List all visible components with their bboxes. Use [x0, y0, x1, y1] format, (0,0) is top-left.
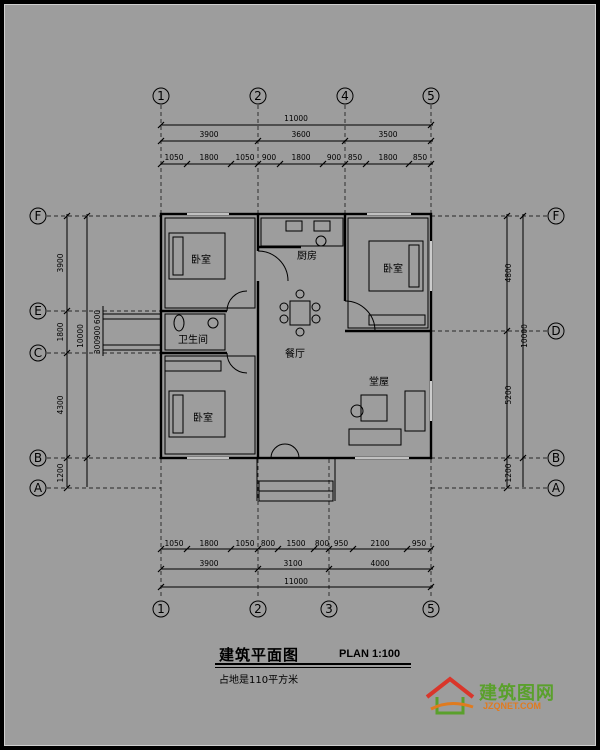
dim-top-mid: 3900 [199, 130, 218, 139]
dim-top-detail: 1050 [235, 153, 254, 162]
dim-left-outer: 4300 [56, 395, 65, 414]
dim-top-detail: 1800 [378, 153, 397, 162]
dim-top-detail: 900 [262, 153, 277, 162]
dim-left-inner: 300 [93, 340, 102, 355]
axis-label-bottom-5: 5 [427, 602, 435, 616]
axis-label-right-b: B [552, 451, 560, 465]
drawing-frame: 1 2 4 5 1 2 3 5 F E C B A F D B A 11000 … [4, 4, 596, 746]
dim-left-outer: 3900 [56, 253, 65, 272]
site-logo: 建筑图网 JZQNET.COM [423, 673, 573, 717]
axis-label-left-f: F [35, 209, 42, 223]
axis-label-top-4: 4 [341, 89, 349, 103]
dim-right-outer: 4800 [504, 263, 513, 282]
axis-label-bottom-1: 1 [157, 602, 165, 616]
axis-label-left-a: A [34, 481, 43, 495]
title-block: 建筑平面图 PLAN 1:100 占地是110平方米 [215, 641, 445, 701]
dim-bottom-mid: 3900 [199, 559, 218, 568]
dim-right-outer: 5200 [504, 385, 513, 404]
dim-right-outer: 1200 [504, 463, 513, 482]
dim-right-total: 10000 [520, 324, 529, 348]
dim-top-detail: 1050 [164, 153, 183, 162]
axis-label-top-1: 1 [157, 89, 165, 103]
dim-bottom-mid: 3100 [283, 559, 302, 568]
dim-bottom-total: 11000 [284, 577, 308, 586]
axis-label-bottom-3: 3 [325, 602, 333, 616]
logo-url: JZQNET.COM [483, 701, 542, 711]
dim-bottom-detail: 800 [261, 539, 276, 548]
room-label-dining: 餐厅 [285, 347, 305, 360]
plan-title: 建筑平面图 [219, 646, 300, 664]
house-icon [425, 676, 475, 715]
title-underline [215, 663, 411, 665]
axis-label-left-b: B [34, 451, 42, 465]
axis-label-top-5: 5 [427, 89, 435, 103]
dim-top-detail: 850 [413, 153, 428, 162]
room-label-bedroom-nw: 卧室 [191, 253, 211, 266]
dim-bottom-detail: 1050 [235, 539, 254, 548]
dim-bottom-detail: 950 [334, 539, 349, 548]
room-label-kitchen: 厨房 [297, 249, 317, 262]
dim-bottom-detail: 1800 [199, 539, 218, 548]
logo-name: 建筑图网 [479, 683, 555, 704]
plan-scale: PLAN 1:100 [339, 648, 401, 660]
dim-left-total: 10000 [76, 324, 85, 348]
dim-top-detail: 850 [348, 153, 363, 162]
axis-label-left-e: E [34, 304, 42, 318]
title-underline [215, 667, 411, 668]
dim-left-outer: 1800 [56, 322, 65, 341]
axis-label-top-2: 2 [254, 89, 262, 103]
dim-top-mid: 3600 [291, 130, 310, 139]
dim-bottom-mid: 4000 [370, 559, 389, 568]
axis-label-left-c: C [34, 346, 42, 360]
floor-plan: 1 2 4 5 1 2 3 5 F E C B A F D B A 11000 … [29, 87, 565, 618]
dim-left-inner: 600 [93, 310, 102, 325]
dim-top-detail: 900 [327, 153, 342, 162]
dim-left-inner: 900 [93, 326, 102, 341]
room-label-hall: 堂屋 [369, 376, 389, 388]
dim-top-detail: 1800 [291, 153, 310, 162]
dim-top-total: 11000 [284, 114, 308, 123]
dim-bottom-detail: 950 [412, 539, 427, 548]
room-label-bathroom: 卫生间 [178, 333, 208, 346]
axis-label-right-a: A [552, 481, 561, 495]
dim-left-outer: 1200 [56, 463, 65, 482]
dim-bottom-detail: 1050 [164, 539, 183, 548]
room-label-bedroom-ne: 卧室 [383, 262, 403, 275]
axis-label-right-d: D [551, 324, 560, 338]
dim-bottom-detail: 800 [315, 539, 330, 548]
plan-area-note: 占地是110平方米 [219, 675, 299, 686]
room-label-bedroom-sw: 卧室 [193, 411, 213, 424]
dim-bottom-detail: 2100 [370, 539, 389, 548]
axis-label-right-f: F [553, 209, 560, 223]
dim-top-mid: 3500 [378, 130, 397, 139]
dim-top-detail: 1800 [199, 153, 218, 162]
dim-bottom-detail: 1500 [286, 539, 305, 548]
axis-label-bottom-2: 2 [254, 602, 262, 616]
